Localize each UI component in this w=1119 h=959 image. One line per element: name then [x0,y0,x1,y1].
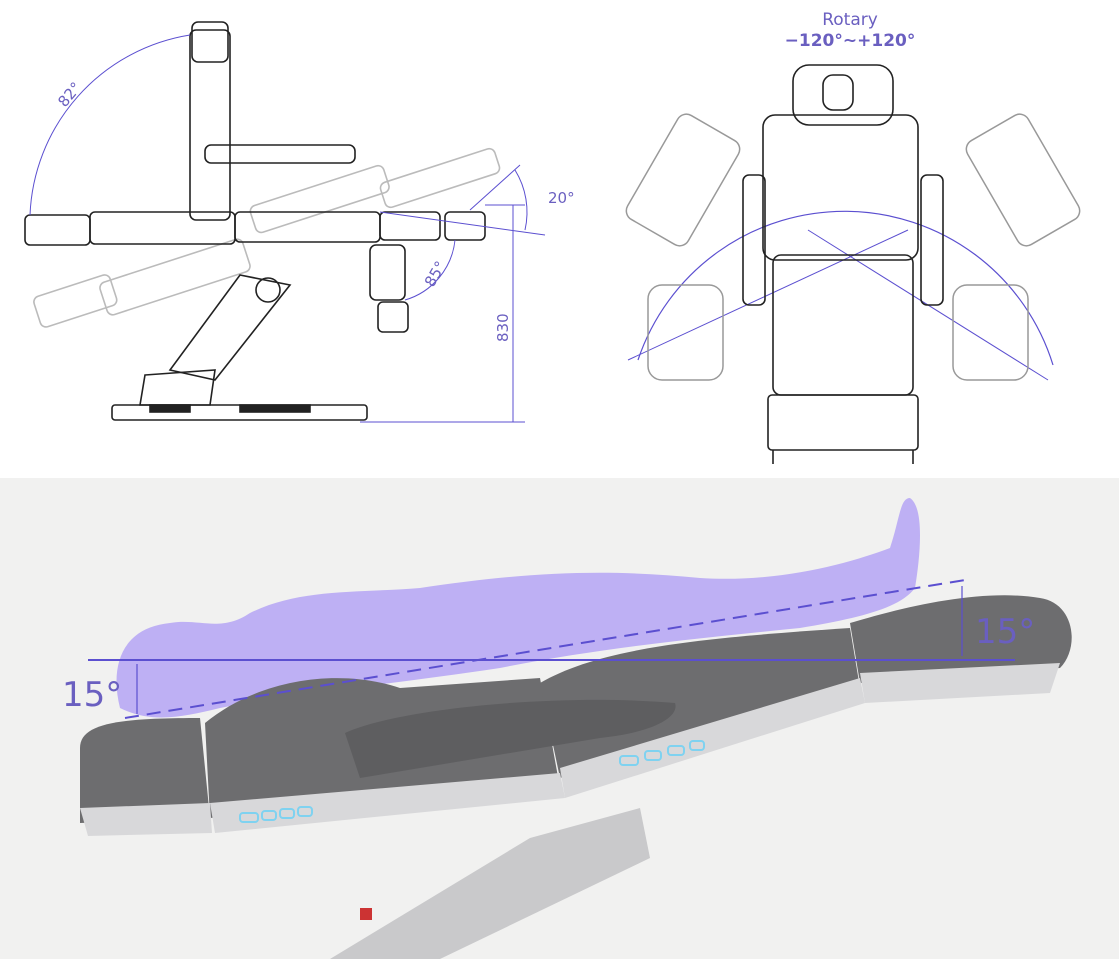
legrest-raise-angle-label: 20° [548,189,575,207]
person-silhouette [116,498,920,718]
side-view-drawing: 82° 20° 85° 830 [0,0,592,466]
legrest-drop-angle-label: 85° [421,258,450,290]
head-tilt-angle-label: 15° [62,675,122,715]
foot-tilt-angle-label: 15° [975,612,1035,652]
height-label: 830 [494,313,512,342]
rotary-title: Rotary [822,10,878,30]
top-view-rotation-drawing: Rotary −120°~+120° [608,0,1119,466]
tilt-render: 15° 15° [0,478,1119,959]
rotary-range: −120°~+120° [785,31,916,51]
backrest-angle-label: 82° [54,79,85,111]
